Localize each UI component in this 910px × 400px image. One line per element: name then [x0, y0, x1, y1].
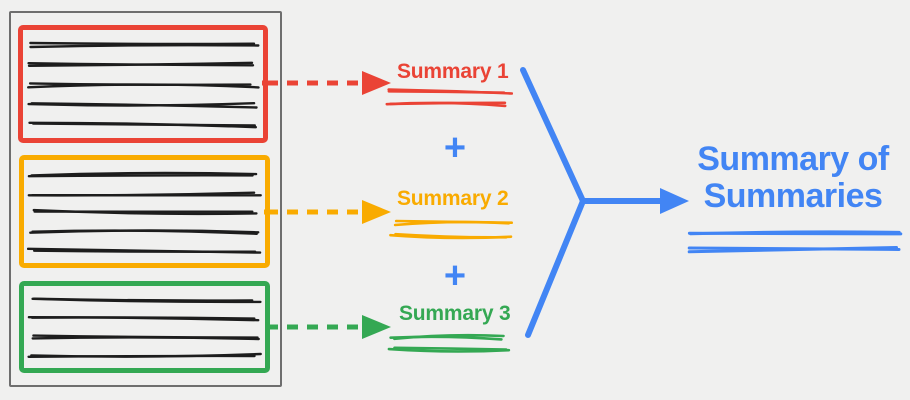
orange-dashed-arrow [264, 200, 391, 224]
summary-3-label: Summary 3 [399, 302, 511, 325]
source-document-outline [9, 11, 282, 387]
document-chunk-1 [18, 25, 268, 143]
result-scribble [687, 230, 903, 254]
summary-2-scribble [389, 219, 513, 240]
summary-3-scribble [387, 333, 511, 353]
summary-2-label: Summary 2 [397, 187, 509, 210]
document-chunk-3 [19, 281, 270, 373]
green-dashed-arrow [265, 315, 391, 339]
plus-operator-2: + [443, 255, 467, 297]
result-title-line1: Summary of [697, 140, 889, 178]
document-chunk-2 [19, 155, 270, 268]
chunk-1-scribble-text [27, 41, 260, 129]
summary-1-label: Summary 1 [397, 60, 509, 83]
chunk-3-scribble-text [27, 297, 262, 358]
result-title: Summary of Summaries [683, 141, 903, 215]
chunk-2-scribble-text [27, 171, 262, 254]
merge-arrow [520, 67, 689, 338]
summary-1-scribble [385, 88, 513, 108]
plus-operator-1: + [443, 127, 467, 169]
result-title-line2: Summaries [703, 177, 883, 215]
